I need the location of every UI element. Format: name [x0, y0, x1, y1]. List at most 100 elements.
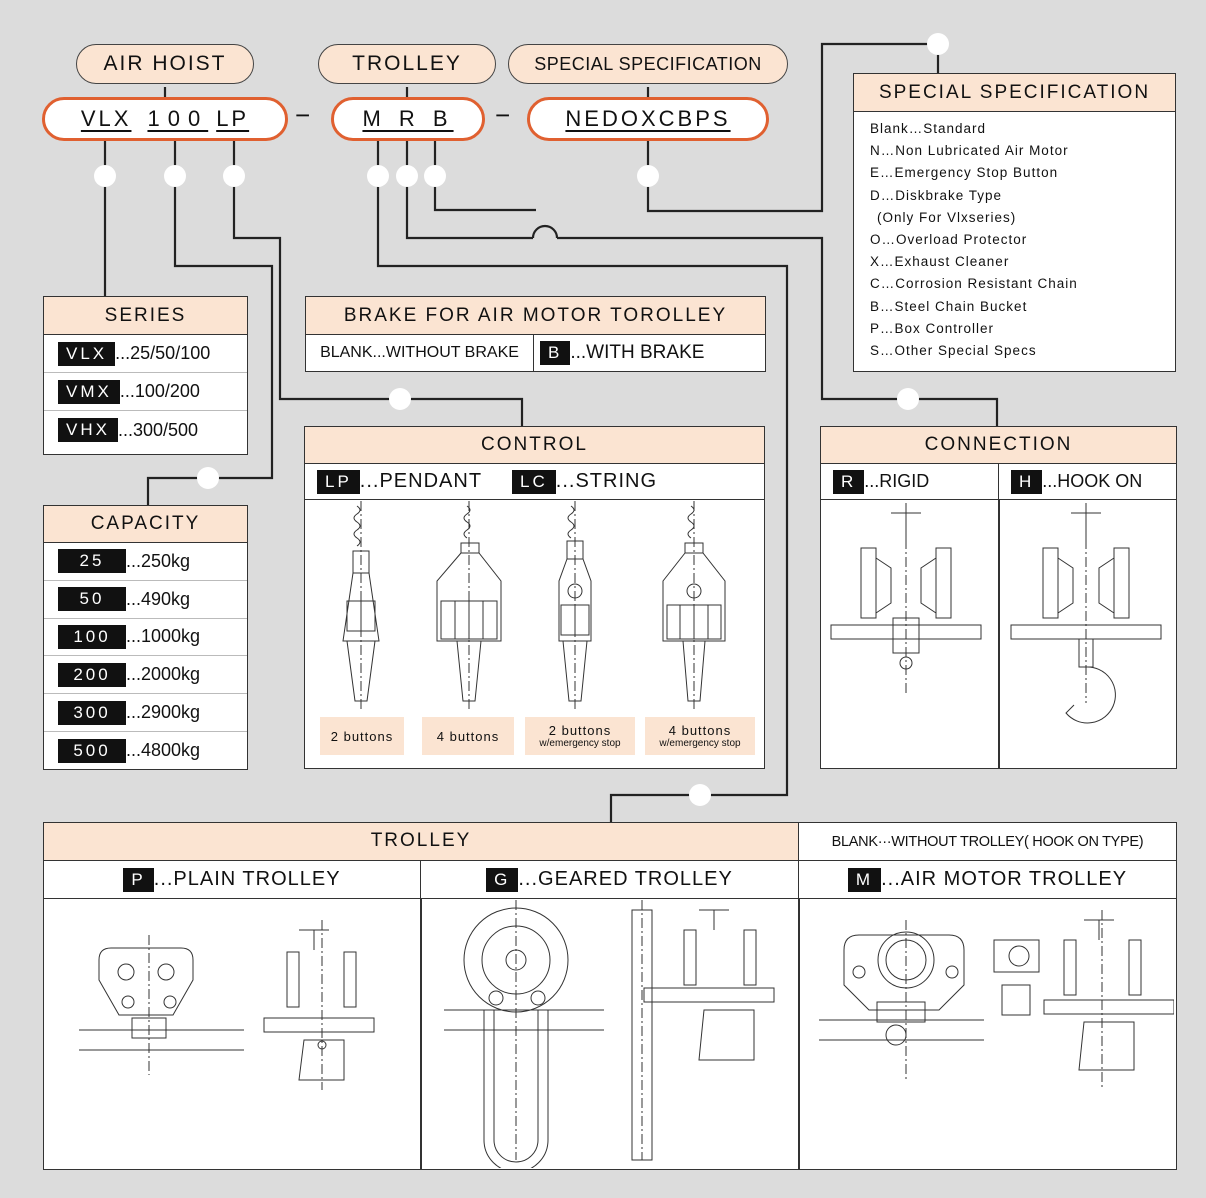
- spec-item: (Only For Vlxseries): [877, 209, 1017, 225]
- connector-dot: [164, 165, 186, 187]
- capacity-value: ...2000kg: [126, 664, 201, 685]
- trolley-tag: G: [486, 867, 519, 892]
- series-box: SERIES VLX...25/50/100 VMX...100/200 VHX…: [43, 296, 248, 455]
- rigid-connection-drawing: [830, 503, 982, 693]
- capacity-tag: 200: [58, 662, 126, 687]
- button-label-text: 4 buttons: [668, 723, 732, 738]
- trolley-option-label: ...PLAIN TROLLEY: [153, 868, 341, 890]
- pendant-2-buttons-drawing: [342, 501, 380, 711]
- brake-tag: B: [540, 341, 571, 365]
- control-label: ...PENDANT: [359, 470, 483, 492]
- special-spec-title: SPECIAL SPECIFICATION: [854, 74, 1175, 112]
- connector-dot: [637, 165, 659, 187]
- special-spec-box: SPECIAL SPECIFICATION Blank…Standard N…N…: [853, 73, 1176, 372]
- capacity-value: ...490kg: [126, 588, 191, 609]
- capacity-row: 300...2900kg: [44, 694, 247, 732]
- control-code: LP: [216, 106, 250, 131]
- brake-box: BRAKE FOR AIR MOTOR TOROLLEY BLANK...WIT…: [305, 296, 766, 372]
- brake-with: B...WITH BRAKE: [534, 341, 765, 365]
- control-title: CONTROL: [305, 427, 764, 464]
- series-value: ...300/500: [117, 419, 199, 440]
- connector-dot: [689, 784, 711, 806]
- button-label-text: 2 buttons: [548, 723, 612, 738]
- spec-item: C…Corrosion Resistant Chain: [870, 276, 1078, 292]
- special-code: NEDOXCBPS: [565, 106, 731, 131]
- spec-item: D…Diskbrake Type: [870, 187, 1003, 203]
- spec-item: Blank…Standard: [870, 121, 987, 136]
- connection-drawings: [830, 503, 1162, 724]
- button-label-text: 2 buttons: [330, 728, 394, 744]
- connector-dot: [389, 388, 411, 410]
- connector-dot: [927, 33, 949, 55]
- connector-dot: [223, 165, 245, 187]
- button-label-sub: w/emergency stop: [659, 738, 741, 749]
- air-hoist-pill: AIR HOIST: [76, 44, 254, 84]
- trolley-tag: P: [123, 867, 154, 892]
- capacity-tag: 25: [58, 549, 126, 574]
- series-value: ...100/200: [119, 381, 200, 401]
- plain-trolley-option: P...PLAIN TROLLEY: [44, 861, 421, 898]
- spec-item: E…Emergency Stop Button: [870, 165, 1059, 181]
- series-code: VLX: [80, 106, 132, 131]
- plain-trolley-drawing: [79, 920, 375, 1090]
- capacity-row: 500...4800kg: [44, 732, 247, 770]
- geared-trolley-drawing: [444, 900, 775, 1168]
- connection-label: ...HOOK ON: [1042, 471, 1143, 491]
- pendant-4-buttons-emergency-drawing: [662, 501, 726, 711]
- special-spec-list: Blank…Standard N…Non Lubricated Air Moto…: [854, 112, 1175, 362]
- capacity-tag: 100: [58, 624, 126, 649]
- button-label: 4 buttons: [422, 717, 514, 755]
- series-tag: VMX: [58, 379, 120, 404]
- connection-box: CONNECTION R...RIGID H...HOOK ON: [820, 426, 1177, 769]
- capacity-code: 100: [147, 106, 209, 131]
- pendant-2-buttons-emergency-drawing: [558, 501, 592, 711]
- connector-dot: [897, 388, 919, 410]
- special-spec-pill: SPECIAL SPECIFICATION: [508, 44, 788, 84]
- control-label: ...STRING: [555, 470, 658, 492]
- capacity-row: 50...490kg: [44, 581, 247, 619]
- series-value: ...25/50/100: [115, 343, 211, 363]
- geared-trolley-option: G...GEARED TROLLEY: [421, 861, 799, 898]
- capacity-tag: 300: [58, 700, 126, 725]
- connector-dot: [367, 165, 389, 187]
- control-options: LP...PENDANT LC...STRING: [305, 464, 764, 500]
- series-row: VMX...100/200: [44, 373, 247, 411]
- connector-dot: [424, 165, 446, 187]
- capacity-row: 100...1000kg: [44, 619, 247, 657]
- pendant-drawings: [342, 501, 726, 711]
- spec-item: X…Exhaust Cleaner: [870, 254, 1010, 270]
- trolley-box: TROLLEY BLANK···WITHOUT TROLLEY( HOOK ON…: [43, 822, 1177, 1170]
- spec-item: P…Box Controller: [870, 320, 995, 336]
- series-title: SERIES: [44, 297, 247, 335]
- trolley-blank-option: BLANK···WITHOUT TROLLEY( HOOK ON TYPE): [831, 833, 1144, 850]
- capacity-title: CAPACITY: [44, 506, 247, 543]
- series-tag: VLX: [58, 341, 116, 366]
- capacity-value: ...4800kg: [126, 740, 201, 761]
- trolley-option-label: ...GEARED TROLLEY: [518, 868, 733, 890]
- brake-title: BRAKE FOR AIR MOTOR TOROLLEY: [306, 297, 765, 335]
- connection-hook-on: H...HOOK ON: [999, 464, 1176, 499]
- spec-item: B…Steel Chain Bucket: [870, 298, 1028, 314]
- connection-title: CONNECTION: [821, 427, 1176, 464]
- series-tag: VHX: [58, 418, 118, 442]
- trolley-tag: M: [847, 867, 882, 892]
- connector-dot: [396, 165, 418, 187]
- brake-without: BLANK...WITHOUT BRAKE: [306, 335, 534, 371]
- capacity-tag: 50: [58, 587, 126, 612]
- spec-item: S…Other Special Specs: [870, 343, 1037, 359]
- hook-on-connection-drawing: [1010, 503, 1162, 724]
- trolley-drawings: [79, 900, 1174, 1168]
- capacity-box: CAPACITY 25...250kg 50...490kg 100...100…: [43, 505, 248, 770]
- pendant-4-buttons-drawing: [436, 501, 502, 711]
- trolley-code: M R B: [362, 106, 454, 131]
- trolley-option-label: ...AIR MOTOR TROLLEY: [881, 868, 1128, 890]
- connection-tag: H: [1011, 469, 1043, 494]
- control-box: CONTROL LP...PENDANT LC...STRING: [304, 426, 765, 769]
- connection-rigid: R...RIGID: [821, 464, 999, 499]
- series-row: VLX...25/50/100: [44, 335, 247, 373]
- capacity-value: ...2900kg: [126, 702, 201, 723]
- dash-separator: −: [295, 100, 311, 130]
